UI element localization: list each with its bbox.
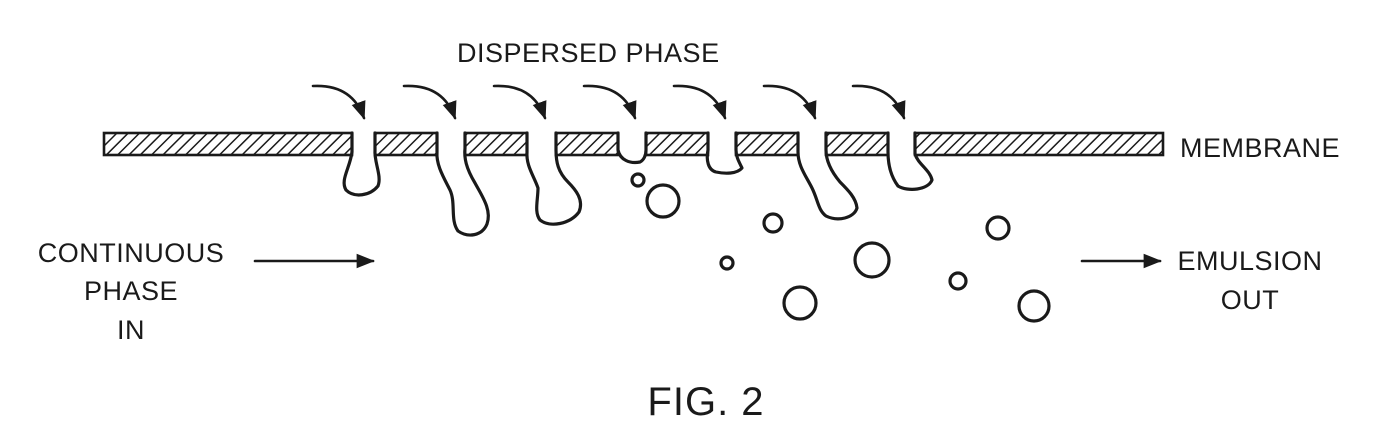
droplet xyxy=(987,217,1009,239)
droplet xyxy=(764,214,782,232)
membrane-segment xyxy=(826,133,888,155)
dispersed-phase-label: DISPERSED PHASE xyxy=(457,38,720,68)
membrane-segment xyxy=(104,133,352,155)
figure-caption: FIG. 2 xyxy=(647,380,764,424)
curved-arrow xyxy=(584,86,635,118)
membrane xyxy=(104,133,1163,155)
curved-arrow xyxy=(494,86,545,118)
curved-arrow xyxy=(764,86,815,118)
continuous-phase-label-line-2: PHASE xyxy=(84,276,178,306)
forming-droplet xyxy=(618,133,646,163)
emulsion-out-label-line-2: OUT xyxy=(1221,285,1280,315)
membrane-segment xyxy=(375,133,437,155)
membrane-segment xyxy=(646,133,708,155)
continuous-phase-label-line-1: CONTINUOUS xyxy=(38,238,225,268)
membrane-segment xyxy=(915,133,1163,155)
droplet xyxy=(647,185,679,217)
continuous-phase-label-line-3: IN xyxy=(117,315,145,345)
droplet xyxy=(855,243,889,277)
droplet xyxy=(784,287,816,319)
emulsion-out-label: EMULSION OUT xyxy=(1177,246,1322,315)
curved-arrow xyxy=(853,86,904,118)
dispersed-phase-arrows xyxy=(313,86,904,118)
droplet xyxy=(721,257,733,269)
emulsion-out-label-line-1: EMULSION xyxy=(1177,246,1322,276)
membrane-segment xyxy=(736,133,798,155)
curved-arrow xyxy=(674,86,725,118)
droplet xyxy=(632,174,644,186)
released-droplets xyxy=(632,174,1049,321)
membrane-segment xyxy=(556,133,618,155)
curved-arrow xyxy=(404,86,455,118)
droplet xyxy=(1019,291,1049,321)
membrane-segment xyxy=(465,133,527,155)
continuous-phase-label: CONTINUOUS PHASE IN xyxy=(38,238,225,345)
curved-arrow xyxy=(313,86,364,118)
forming-droplet xyxy=(707,133,742,173)
droplet xyxy=(950,273,966,289)
membrane-label: MEMBRANE xyxy=(1180,133,1340,163)
